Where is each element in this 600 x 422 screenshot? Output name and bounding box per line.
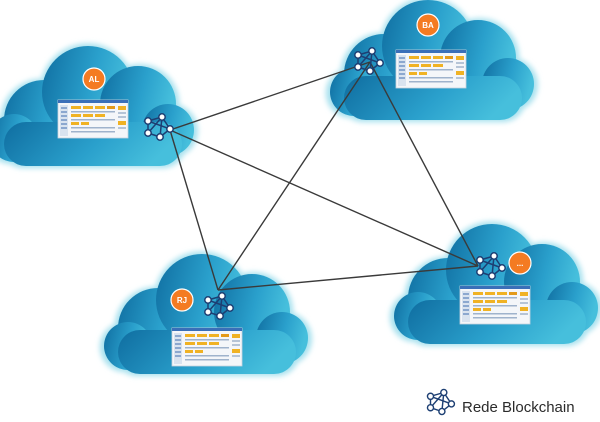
cloud-al: [0, 43, 198, 169]
dashboard-panel-al: [57, 99, 129, 139]
badge-ba: BA: [416, 13, 440, 37]
link-al-ba: [169, 61, 371, 131]
legend-label: Rede Blockchain: [462, 399, 575, 416]
badge-label-rj: RJ: [177, 296, 187, 305]
dashboard-panel-rj: [171, 327, 243, 367]
link-rj-etc: [217, 265, 479, 291]
badge-al: AL: [82, 67, 106, 91]
badge-label-al: AL: [89, 75, 100, 84]
cloud-etc: [389, 221, 600, 347]
link-al-etc: [169, 129, 479, 267]
dashboard-panel-ba: [395, 49, 467, 89]
dashboard-panel-etc: [459, 285, 531, 325]
badge-label-ba: BA: [422, 21, 434, 30]
link-ba-etc: [369, 61, 479, 267]
link-al-rj: [169, 129, 219, 291]
link-ba-rj: [217, 61, 371, 291]
badge-rj: RJ: [170, 288, 194, 312]
badge-etc: ...: [508, 251, 532, 275]
legend-network-icon: [426, 388, 456, 416]
legend: Rede Blockchain: [426, 388, 575, 416]
links-layer: [169, 61, 479, 291]
badge-label-etc: ...: [517, 259, 524, 268]
badges-layer: AL BA RJ ...: [82, 13, 532, 312]
